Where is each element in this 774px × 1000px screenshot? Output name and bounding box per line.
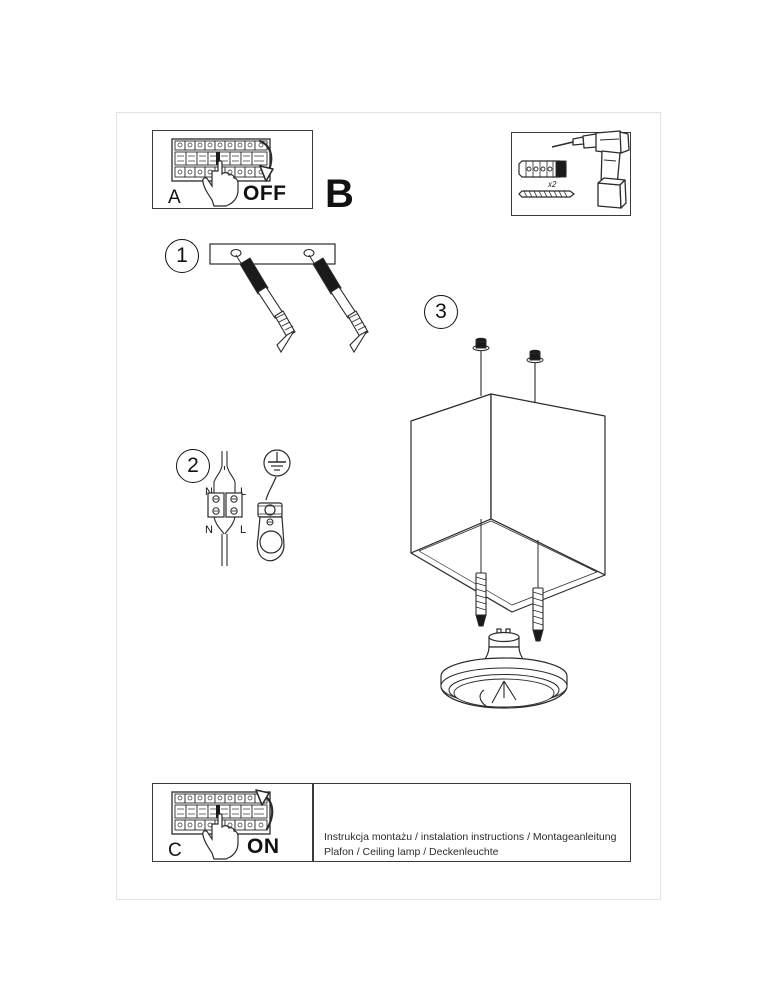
caption-block: Instrukcja montażu / instalation instruc… [324,830,616,860]
caption-line-2: Plafon / Ceiling lamp / Deckenleuchte [324,846,499,858]
terminal-label-n-bottom: N [205,524,213,536]
step-number-3: 3 [424,295,458,329]
caption-box [313,783,631,862]
panel-b-letter: B [325,172,354,216]
panel-b-tools-box [511,132,631,216]
caption-line-1: Instrukcja montażu / instalation instruc… [324,831,617,843]
terminal-label-l-top: L [240,486,247,498]
wall-plug-quantity-label: x2 [548,180,557,189]
panel-c-letter: C [168,840,182,861]
step-number-2: 2 [176,449,210,483]
terminal-label-n-top: N [205,486,213,498]
panel-a-off-label: OFF [243,182,287,205]
panel-a-letter: A [168,187,181,208]
panel-c-on-label: ON [247,835,280,858]
terminal-label-l-bottom: L [240,524,247,536]
page-frame [116,112,661,900]
step-number-1: 1 [165,239,199,273]
